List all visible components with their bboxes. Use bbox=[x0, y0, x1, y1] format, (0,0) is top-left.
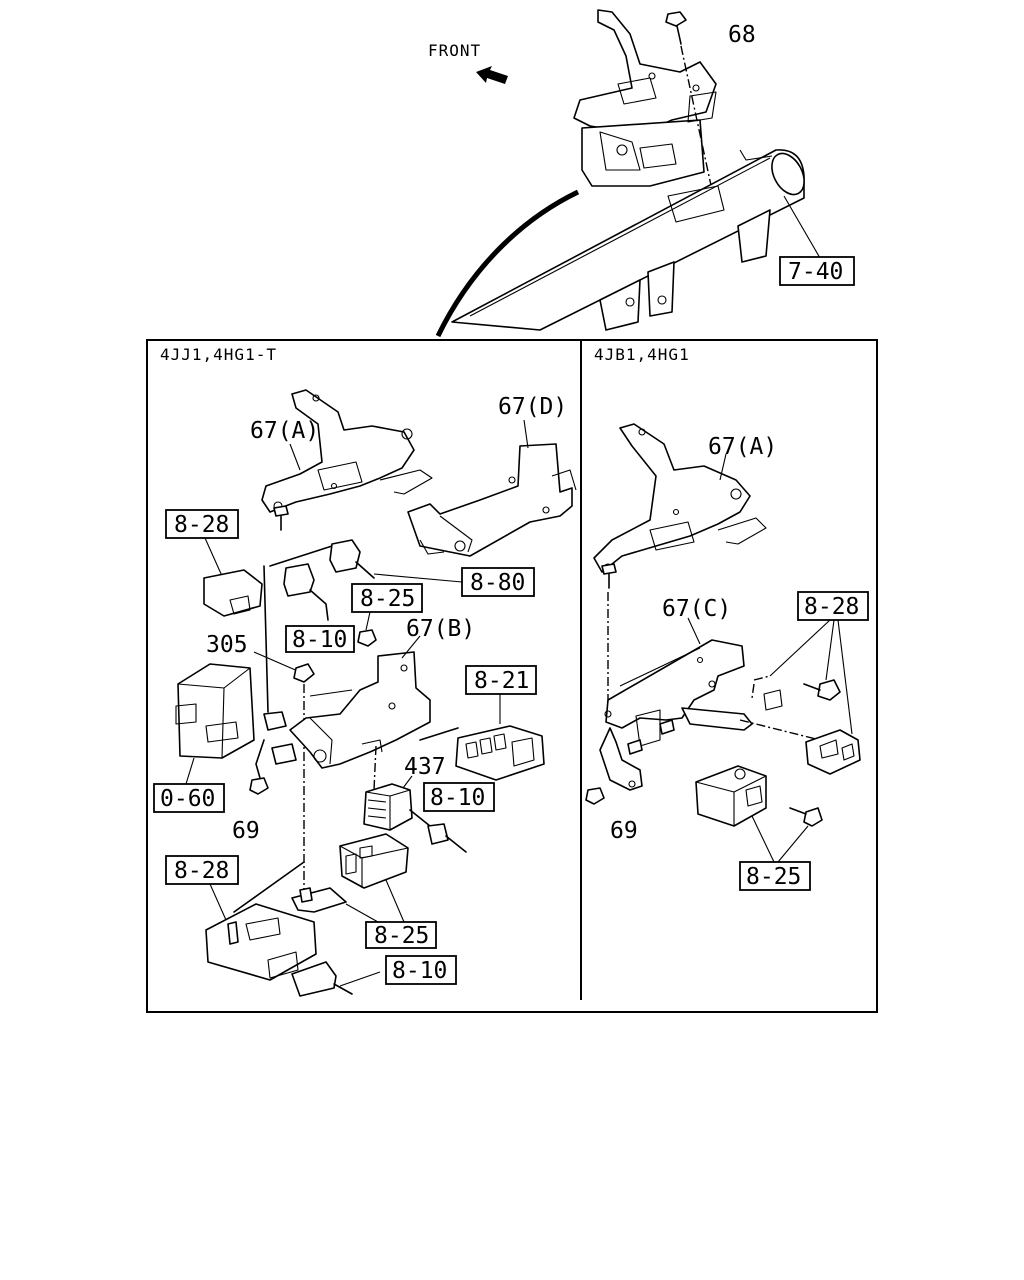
callout-box-060 bbox=[153, 783, 225, 813]
callout-305: 305 bbox=[206, 632, 248, 658]
arrow-icon bbox=[476, 66, 508, 84]
module-8-28-left bbox=[203, 569, 263, 617]
connector-8-10-bottom bbox=[291, 961, 353, 997]
connector-8-21 bbox=[455, 725, 545, 781]
nut-icon bbox=[357, 629, 377, 647]
bracket-67a-right bbox=[593, 423, 767, 573]
front-indicator: FRONT bbox=[428, 41, 508, 84]
bolt-68 bbox=[665, 11, 713, 191]
callout-box-828-right bbox=[797, 591, 869, 621]
callout-060: 0-60 bbox=[160, 786, 215, 812]
callout-box-810-bottom bbox=[385, 955, 457, 985]
bracket-67b bbox=[289, 651, 431, 769]
callout-880: 8-80 bbox=[470, 570, 525, 596]
nut-69-right-icon bbox=[585, 787, 605, 805]
nut-69-left-icon bbox=[249, 777, 269, 795]
callout-825-right: 8-25 bbox=[746, 864, 801, 890]
bracket-plate bbox=[291, 887, 347, 913]
callout-box-828-top bbox=[165, 509, 239, 539]
crossmember-tube bbox=[451, 149, 805, 331]
screw-under-67a bbox=[273, 505, 289, 531]
callout-67a-left: 67(A) bbox=[250, 418, 319, 444]
callout-825-mid: 8-25 bbox=[360, 586, 415, 612]
callout-828-bottom: 8-28 bbox=[174, 858, 229, 884]
callout-box-821 bbox=[465, 665, 537, 695]
callout-67b: 67(B) bbox=[406, 616, 475, 642]
callout-7-40: 7-40 bbox=[788, 259, 843, 285]
callout-box-880 bbox=[461, 567, 535, 597]
callout-box-7-40 bbox=[779, 256, 855, 286]
bolt-8-25-right bbox=[789, 807, 823, 827]
right-panel-header: 4JB1,4HG1 bbox=[594, 345, 690, 364]
callout-67d: 67(D) bbox=[498, 394, 567, 420]
detail-panel bbox=[146, 339, 878, 1013]
callout-box-810-relay bbox=[423, 782, 495, 812]
connector-8-28-right bbox=[805, 729, 861, 775]
callout-box-810-mid bbox=[285, 625, 355, 653]
callout-828-top: 8-28 bbox=[174, 512, 229, 538]
front-label: FRONT bbox=[428, 41, 481, 60]
bolt-8-28-right bbox=[803, 679, 841, 701]
nut-305-icon bbox=[293, 663, 315, 683]
callout-67c: 67(C) bbox=[662, 596, 731, 622]
callout-box-825-right bbox=[739, 861, 811, 891]
callout-box-825-mid bbox=[351, 583, 423, 613]
bracket-67d bbox=[407, 443, 577, 557]
callout-810-bottom: 8-10 bbox=[392, 958, 447, 984]
connector-8-80 bbox=[283, 539, 375, 621]
relay-8-25-right bbox=[695, 765, 767, 827]
callout-821: 8-21 bbox=[474, 668, 529, 694]
bracket-67c bbox=[599, 639, 753, 791]
module-8-28-bottom bbox=[205, 903, 317, 981]
callout-box-825-bottom bbox=[365, 921, 437, 949]
bracket-67a-left bbox=[261, 389, 433, 513]
callout-828-right: 8-28 bbox=[804, 594, 859, 620]
callout-810-mid: 8-10 bbox=[292, 627, 347, 653]
callout-825-bottom: 8-25 bbox=[374, 923, 429, 949]
callout-69-right: 69 bbox=[610, 818, 638, 844]
connector-8-10-relay bbox=[427, 823, 467, 853]
relay-8-25-left bbox=[339, 833, 409, 889]
top-bracket-assembly bbox=[573, 9, 717, 187]
callout-810-relay: 8-10 bbox=[430, 785, 485, 811]
relay-437 bbox=[363, 783, 431, 831]
callout-67a-right: 67(A) bbox=[708, 434, 777, 460]
callout-box-828-bottom bbox=[165, 855, 239, 885]
callout-69-left: 69 bbox=[232, 818, 260, 844]
left-panel-header: 4JJ1,4HG1-T bbox=[160, 345, 277, 364]
module-0-60 bbox=[175, 663, 255, 759]
callout-68: 68 bbox=[728, 22, 756, 48]
leader-sweep bbox=[435, 189, 580, 338]
callout-437: 437 bbox=[404, 754, 446, 780]
